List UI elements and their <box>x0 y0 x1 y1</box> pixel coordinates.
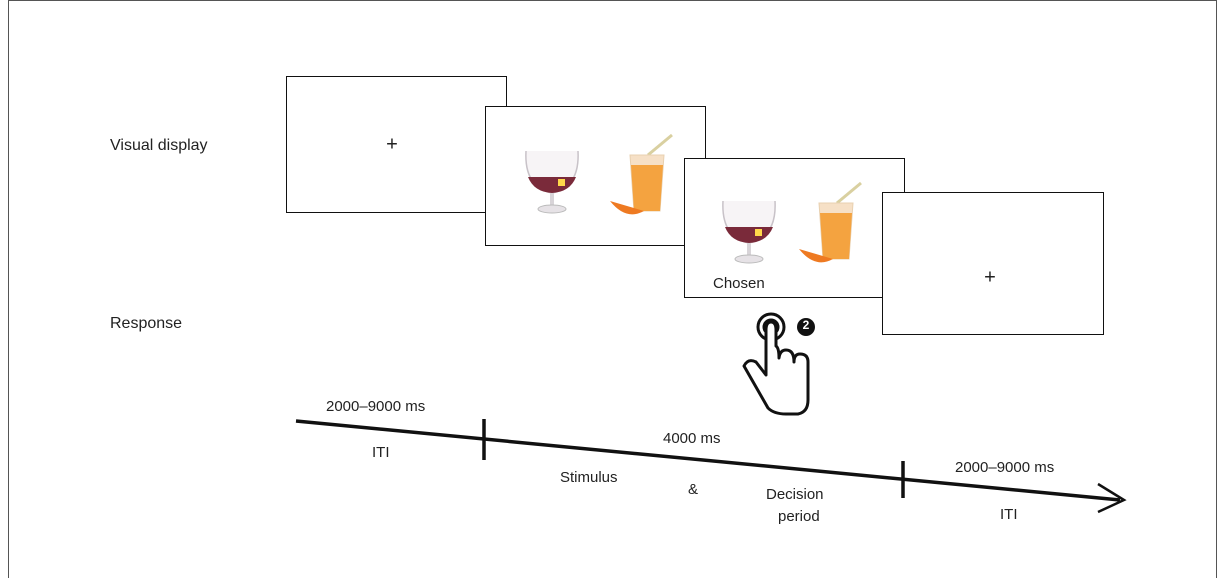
timeline-axis <box>295 419 1121 502</box>
stimulus-label: Stimulus <box>560 469 618 486</box>
visual-display-label: Visual display <box>110 137 208 154</box>
chosen-images <box>722 181 862 264</box>
stimulus-images <box>525 133 673 215</box>
brandy-glass-icon <box>722 200 776 264</box>
orange-juice-icon <box>799 181 862 263</box>
screen-fixation-2: + <box>882 192 1104 335</box>
ampersand-label: & <box>688 481 699 498</box>
iti-label-2: ITI <box>1000 506 1018 523</box>
brandy-glass-icon <box>525 150 579 214</box>
button-number: 2 <box>802 318 810 332</box>
stimulus-duration: 4000 ms <box>663 430 721 447</box>
iti-duration-1: 2000–9000 ms <box>326 398 426 415</box>
orange-juice-icon <box>610 133 673 215</box>
decision-label-line2: period <box>778 508 820 525</box>
screen-chosen: Chosen <box>684 158 905 298</box>
decision-label-line1: Decision <box>766 486 824 503</box>
figure-frame <box>8 0 1217 578</box>
iti-label-1: ITI <box>372 444 390 461</box>
screen-fixation-1: + <box>286 76 507 213</box>
iti-duration-2: 2000–9000 ms <box>955 459 1055 476</box>
chosen-label: Chosen <box>713 275 765 292</box>
timeline-arrowhead-icon <box>1097 482 1127 514</box>
fixation-cross: + <box>984 266 996 289</box>
fixation-cross: + <box>386 133 398 156</box>
response-label: Response <box>110 315 183 332</box>
